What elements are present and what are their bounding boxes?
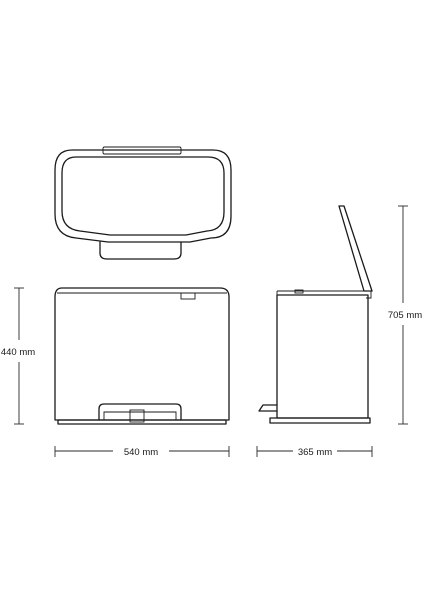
front-width-dimension: 540 mm: [54, 446, 230, 458]
side-view-open-lid: [338, 205, 373, 292]
side-view: [258, 205, 373, 424]
top-view-hinge: [102, 146, 182, 155]
body-height-dimension: 440 mm: [1, 287, 35, 425]
front-view-body: [54, 287, 230, 421]
front-view-pedal-tab: [129, 409, 145, 423]
front-view-catch: [180, 292, 196, 300]
side-view-base: [269, 417, 371, 424]
top-view-inner-outline: [61, 156, 225, 236]
body-height-label: 440 mm: [1, 347, 35, 358]
front-view-pedal-inner: [103, 411, 177, 420]
open-height-label: 705 mm: [388, 310, 422, 321]
open-height-dimension: 705 mm: [388, 205, 422, 425]
front-width-label: 540 mm: [124, 447, 158, 458]
top-view-pedal: [99, 241, 182, 260]
side-view-body: [276, 294, 369, 419]
front-view-base: [57, 419, 227, 425]
top-view-outer-outline: [54, 149, 232, 243]
side-depth-dimension: 365 mm: [256, 446, 373, 458]
side-view-pedal: [258, 404, 278, 412]
side-depth-label: 365 mm: [298, 447, 332, 458]
front-view-pedal: [98, 403, 182, 421]
front-view: [54, 287, 230, 425]
top-view: [54, 146, 232, 260]
side-view-lid-clip: [294, 289, 304, 294]
